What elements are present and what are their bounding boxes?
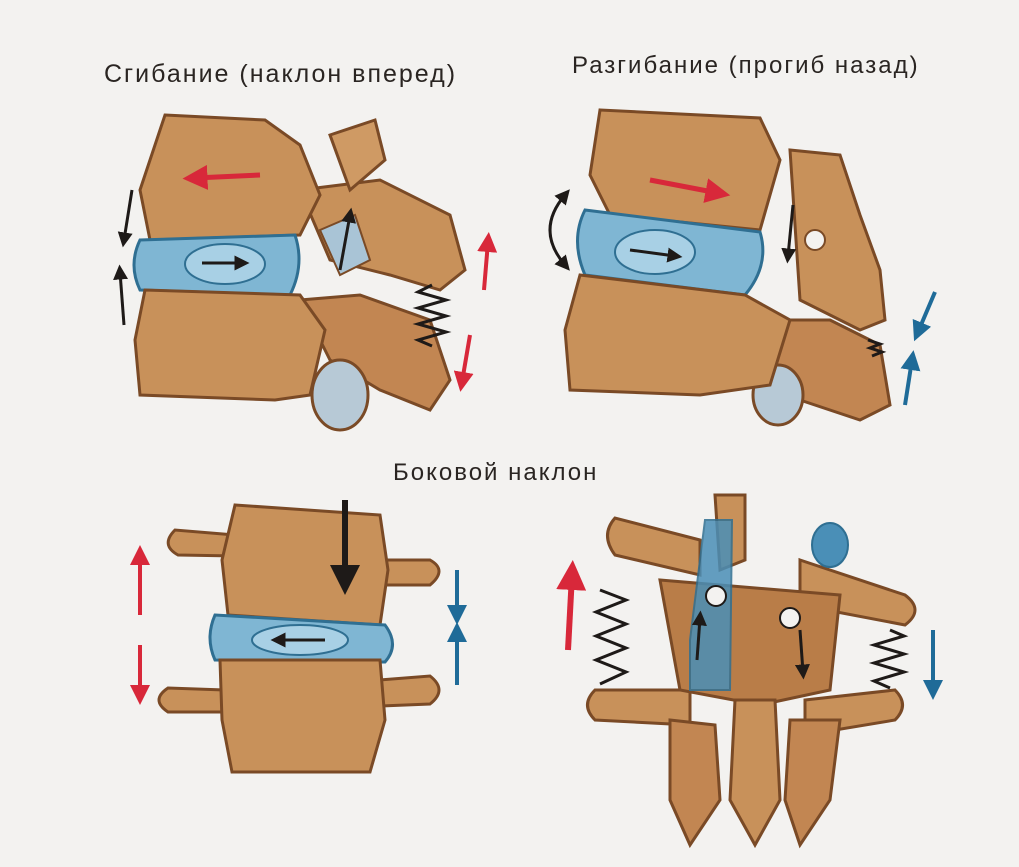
posterior-right-facet-blue: [812, 523, 848, 567]
lateral-lower-body: [220, 660, 385, 772]
lateral-back-panel: [568, 495, 933, 845]
flexion-arrow-left-down: [124, 190, 132, 240]
flexion-arrow-red-down: [462, 335, 470, 382]
posterior-foramen-left: [706, 586, 726, 606]
lateral-lower-right-process: [380, 676, 439, 706]
lateral-bending-title: Боковой наклон: [393, 459, 598, 487]
flexion-facet-lower: [312, 360, 368, 430]
flexion-lower-body: [135, 290, 325, 400]
lateral-front-panel: [140, 500, 457, 772]
flexion-arrow-red-up: [484, 242, 488, 290]
extension-arrow-blue-up: [905, 360, 912, 405]
flexion-title: Сгибание (наклон вперед): [104, 60, 457, 89]
posterior-arrow-red-up: [568, 575, 572, 650]
posterior-spinous-lower: [730, 700, 780, 845]
posterior-spring-left: [596, 590, 626, 684]
extension-arrow-blue-down: [918, 292, 935, 332]
posterior-lamina: [660, 580, 840, 705]
posterior-inferior-articular-right: [785, 720, 840, 845]
extension-arrow-facet: [788, 205, 793, 256]
posterior-foramen-right: [780, 608, 800, 628]
lateral-upper-right-process: [385, 560, 439, 585]
posterior-inferior-articular-left: [670, 720, 720, 845]
flexion-panel: [120, 115, 488, 430]
lateral-upper-body: [222, 505, 388, 625]
posterior-left-process-upper: [608, 518, 701, 575]
flexion-arrow-left-up: [120, 272, 124, 325]
extension-foramen: [805, 230, 825, 250]
extension-title: Разгибание (прогиб назад): [572, 52, 920, 80]
extension-panel: [550, 110, 935, 425]
lateral-lower-left-process: [159, 688, 225, 712]
flexion-arrow-red-curve: [195, 175, 260, 178]
extension-upper-body: [590, 110, 780, 230]
extension-arrow-curve-left: [550, 195, 565, 265]
posterior-spring-right: [874, 630, 904, 688]
extension-lower-body: [565, 275, 790, 395]
